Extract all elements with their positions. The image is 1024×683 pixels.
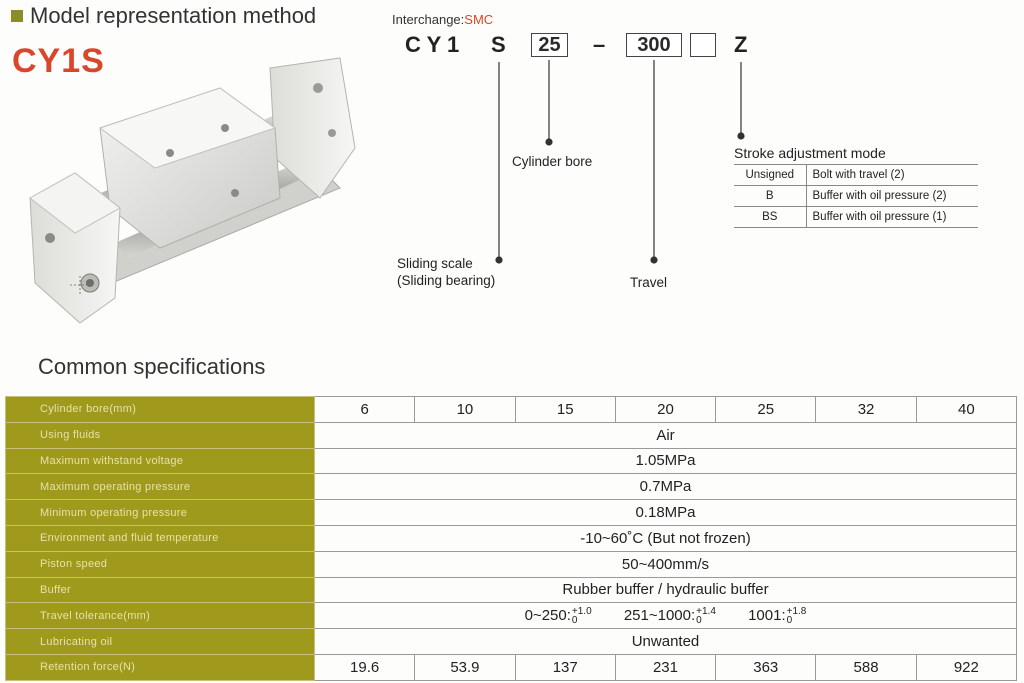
- table-row: Unsigned Bolt with travel (2): [734, 164, 978, 186]
- code-bore-box: 25: [531, 33, 568, 57]
- spec-cell: Air: [314, 421, 1017, 449]
- table-row: BS Buffer with oil pressure (1): [734, 206, 978, 228]
- tolerance-upper: +1.4: [696, 605, 716, 617]
- spec-label: Minimum operating pressure: [5, 499, 315, 526]
- spec-cell: 137: [514, 653, 616, 681]
- stroke-mode-title: Stroke adjustment mode: [734, 145, 886, 161]
- spec-cell: -10~60˚C (But not frozen): [314, 524, 1017, 552]
- table-row: Minimum operating pressure 0.18MPa: [5, 499, 1017, 526]
- spec-label: Using fluids: [5, 421, 315, 449]
- spec-cell: 32: [815, 396, 917, 423]
- page-title: Model representation method: [30, 3, 317, 28]
- spec-label: Environment and fluid temperature: [5, 524, 315, 552]
- product-name: CY1S: [12, 42, 105, 80]
- spec-label: Lubricating oil: [5, 628, 315, 655]
- spec-cell: 40: [915, 396, 1018, 423]
- tolerance-lower: 0: [786, 614, 793, 626]
- label-sliding-scale: Sliding scale: [397, 256, 473, 271]
- spec-label: Retention force(N): [5, 653, 315, 681]
- table-row: Maximum operating pressure 0.7MPa: [5, 473, 1017, 501]
- stroke-desc: Buffer with oil pressure (2): [806, 185, 978, 207]
- table-row: Cylinder bore(mm) 6 10 15 20 25 32 40: [5, 396, 1018, 423]
- stroke-code: Unsigned: [734, 164, 807, 186]
- label-cylinder-bore: Cylinder bore: [512, 154, 593, 169]
- table-row: Piston speed 50~400mm/s: [5, 550, 1017, 578]
- specs-title: Common specifications: [38, 354, 266, 379]
- tolerance-lower: 0: [696, 614, 702, 626]
- spec-cell: 0.7MPa: [314, 473, 1017, 501]
- title-bullet: [11, 10, 23, 22]
- interchange-note: Interchange:SMC: [392, 12, 493, 27]
- table-row: Using fluids Air: [5, 421, 1017, 449]
- interchange-brand: SMC: [464, 12, 494, 27]
- tolerance-range: 251~1000:: [623, 606, 696, 624]
- interchange-prefix: Interchange:: [392, 12, 465, 27]
- spec-cell: 922: [915, 653, 1018, 681]
- spec-cell: 10: [414, 396, 516, 423]
- code-travel-box: 300: [626, 33, 682, 57]
- stroke-code: BS: [734, 206, 807, 228]
- spec-cell: 0.18MPa: [314, 499, 1017, 526]
- spec-cell: 50~400mm/s: [314, 550, 1017, 578]
- label-sliding-bearing: (Sliding bearing): [397, 273, 496, 288]
- spec-cell: 15: [514, 396, 616, 423]
- table-row: Buffer Rubber buffer / hydraulic buffer: [5, 576, 1017, 604]
- spec-label: Maximum withstand voltage: [5, 447, 315, 475]
- table-row: B Buffer with oil pressure (2): [734, 185, 978, 207]
- spec-cell: 19.6: [313, 653, 416, 681]
- table-row: Environment and fluid temperature -10~60…: [5, 524, 1017, 552]
- table-row: Lubricating oil Unwanted: [5, 628, 1017, 655]
- code-series: C Y 1: [405, 32, 460, 57]
- spec-cell: 231: [614, 653, 717, 681]
- stroke-code: B: [734, 185, 807, 207]
- spec-label: Buffer: [5, 576, 315, 604]
- spec-label: Piston speed: [5, 550, 315, 578]
- tolerance-range: 0~250:: [524, 606, 571, 624]
- code-sliding: S: [491, 32, 506, 57]
- spec-cell: 6: [313, 396, 416, 423]
- specs-table: Cylinder bore(mm) 6 10 15 20 25 32 40 Us…: [5, 396, 1018, 681]
- tolerance-upper: +1.0: [571, 605, 592, 617]
- table-row: Maximum withstand voltage 1.05MPa: [5, 447, 1017, 475]
- spec-cell: 20: [614, 396, 717, 423]
- spec-label: Cylinder bore(mm): [5, 396, 315, 423]
- spec-cell: Rubber buffer / hydraulic buffer: [314, 576, 1017, 604]
- stroke-mode-table: Unsigned Bolt with travel (2) B Buffer w…: [734, 164, 978, 228]
- spec-cell: 1.05MPa: [314, 447, 1017, 475]
- code-blank-box: [690, 33, 716, 57]
- spec-cell: Unwanted: [314, 628, 1017, 655]
- tolerance-lower: 0: [571, 614, 578, 626]
- tolerance-upper: +1.8: [786, 605, 807, 617]
- tolerance-range: 1001:: [748, 606, 786, 624]
- code-dash: –: [593, 32, 606, 57]
- spec-cell: 363: [715, 653, 817, 681]
- code-stroke-mode: Z: [734, 32, 748, 57]
- product-image: [29, 57, 356, 324]
- spec-cell: 588: [815, 653, 917, 681]
- table-row: Retention force(N) 19.6 53.9 137 231 363…: [5, 653, 1018, 681]
- label-travel: Travel: [630, 275, 668, 290]
- spec-label: Travel tolerance(mm): [5, 602, 315, 630]
- spec-cell: 53.9: [414, 653, 516, 681]
- stroke-desc: Buffer with oil pressure (1): [806, 206, 978, 228]
- spec-cell: 25: [715, 396, 817, 423]
- spec-label: Maximum operating pressure: [5, 473, 315, 501]
- stroke-desc: Bolt with travel (2): [806, 164, 978, 186]
